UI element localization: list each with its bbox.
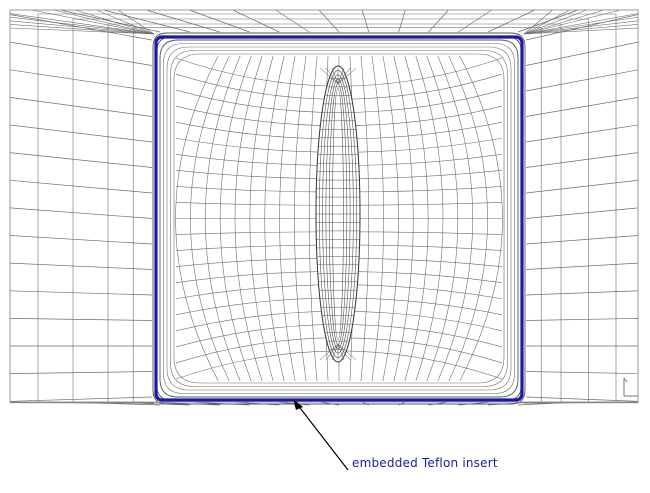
inner-boundary-ring: [152, 32, 526, 405]
outer-corner-fan: [523, 24, 639, 35]
outer-spoke-top: [232, 9, 280, 33]
inner-column-line: [175, 55, 219, 382]
outer-spoke-right: [525, 318, 639, 321]
outer-spoke-right: [525, 69, 639, 92]
outer-spoke-top: [189, 9, 250, 33]
outer-spoke-right: [525, 152, 639, 168]
outer-spoke-top: [488, 9, 535, 33]
outer-spoke-left: [9, 124, 153, 143]
oval-cap-fan: [331, 67, 339, 85]
outer-spoke-top: [458, 9, 492, 33]
outer-spoke-left: [9, 179, 153, 194]
inner-boundary-ring: [163, 43, 515, 394]
outer-corner-fan: [9, 27, 155, 35]
oval-cap-fan: [337, 343, 351, 361]
outer-corner-fan: [9, 24, 155, 35]
inner-boundary-ring: [173, 53, 505, 384]
outer-spoke-top: [318, 9, 340, 33]
outer-corner-fan: [9, 13, 155, 35]
outer-spoke-left: [9, 152, 153, 168]
outer-spoke-right: [525, 235, 639, 245]
outer-spoke-top: [517, 9, 579, 33]
outer-spoke-top: [103, 9, 190, 33]
outer-spoke-top: [361, 9, 370, 33]
outer-spoke-left: [9, 41, 153, 66]
outer-spoke-right: [525, 124, 639, 143]
outer-spoke-left: [9, 207, 153, 219]
outer-corner-fan: [523, 20, 639, 35]
oval-cap-fan: [337, 67, 345, 85]
oval-cap-fan: [319, 343, 339, 361]
inner-boundary-ring: [159, 39, 519, 398]
outer-spoke-left: [9, 235, 153, 245]
outer-spoke-top: [146, 9, 220, 33]
mesh-domain-border: [9, 9, 639, 403]
outer-spoke-right: [525, 290, 639, 296]
oval-cap-fan: [325, 343, 339, 361]
outer-corner-fan: [523, 16, 639, 35]
outer-spoke-right: [525, 179, 639, 194]
outer-spoke-right: [525, 207, 639, 219]
outer-spoke-left: [9, 262, 153, 270]
callout-label: embedded Teflon insert: [352, 456, 498, 470]
outer-spoke-right: [525, 396, 639, 402]
outer-corner-fan: [9, 16, 155, 35]
outer-spoke-right: [525, 371, 639, 374]
outer-spoke-left: [9, 371, 153, 374]
outer-mesh-region: [9, 9, 639, 406]
callout-arrow: [293, 399, 349, 471]
teflon-insert-outline: [154, 35, 524, 402]
oval-cap-fan: [331, 343, 339, 361]
outer-corner-fan: [523, 27, 639, 35]
outer-spoke-top: [428, 9, 449, 33]
outer-spoke-left: [9, 318, 153, 321]
inner-boundary-ring: [170, 50, 508, 387]
oval-cap-fan: [337, 67, 351, 85]
outer-spoke-right: [525, 262, 639, 270]
oval-cap-fan: [337, 343, 357, 361]
inner-boundary-ring: [166, 46, 512, 391]
outer-spoke-left: [9, 69, 153, 92]
outer-spoke-left: [9, 290, 153, 296]
outer-spoke-right: [525, 41, 639, 66]
outer-spoke-right: [525, 97, 639, 117]
oval-cap-fan: [337, 343, 345, 361]
coordinate-triad-icon: [623, 377, 638, 397]
oval-cap-fan: [337, 67, 357, 85]
outer-spoke-top: [59, 9, 161, 33]
central-oval-mesh: [315, 65, 361, 363]
outer-spoke-top: [275, 9, 310, 33]
outer-corner-fan: [523, 13, 639, 35]
oval-cap-fan: [325, 67, 339, 85]
inner-column-line: [459, 55, 503, 382]
outer-spoke-top: [398, 9, 406, 33]
outer-spoke-left: [9, 396, 153, 402]
oval-cap-fan: [319, 67, 339, 85]
outer-spoke-left: [9, 97, 153, 117]
outer-corner-fan: [9, 20, 155, 35]
